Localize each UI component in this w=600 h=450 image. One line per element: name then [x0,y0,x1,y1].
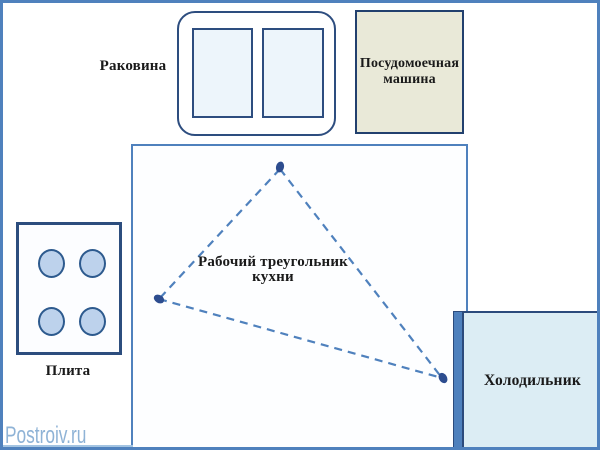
fridge-label: Холодильник [484,372,581,389]
work-triangle-label: Рабочий треугольник кухни [173,255,373,285]
sink-basin-left [192,28,253,118]
triangle-edge-sink-fridge [279,168,443,379]
sink-label: Раковина [99,58,167,74]
triangle-vertex-dot [153,294,165,304]
stove-burner-icon [79,307,106,336]
triangle-vertex-dot [438,372,448,384]
triangle-vertex-dot [275,161,285,173]
dishwasher-label-line2: машина [383,72,436,87]
sink-basin-right [262,28,324,118]
watermark: Postroiv.ru [5,422,118,449]
sink-icon [177,11,336,136]
stove-burner-icon [79,249,106,278]
triangle-edge-sink-stove [158,168,281,300]
work-triangle-graphic [153,161,448,384]
watermark-underline [3,445,133,447]
dishwasher-label-line1: Посудомоечная [359,56,460,71]
dishwasher-box: Посудомоечная машина [355,10,464,134]
stove-burner-icon [38,249,65,278]
stove-icon [16,222,122,355]
triangle-edge-stove-fridge [158,297,443,380]
work-triangle-label-line2: кухни [252,269,294,285]
watermark-text: Postroiv.ru [5,422,87,449]
work-triangle-label-line1: Рабочий треугольник [197,254,349,270]
stove-burner-icon [38,307,65,336]
stove-label: Плита [45,363,91,379]
fridge-box: Холодильник [462,311,597,447]
